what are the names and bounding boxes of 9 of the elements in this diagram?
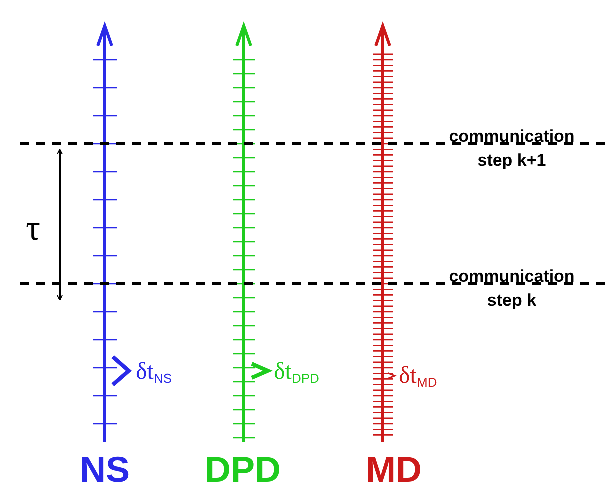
time-step-label: δt$_{DPD}$ bbox=[274, 360, 320, 385]
method-label: NS bbox=[80, 452, 130, 488]
step-label: communication step k+1 bbox=[448, 126, 576, 172]
method-label: DPD bbox=[205, 452, 282, 488]
step-label: communication step k bbox=[448, 266, 576, 312]
time-step-label: δt$_{NS}$ bbox=[136, 360, 172, 385]
time-step-label: δt$_{MD}$ bbox=[399, 364, 438, 389]
method-label: MD bbox=[366, 452, 422, 488]
period-symbol: τ bbox=[26, 210, 40, 246]
